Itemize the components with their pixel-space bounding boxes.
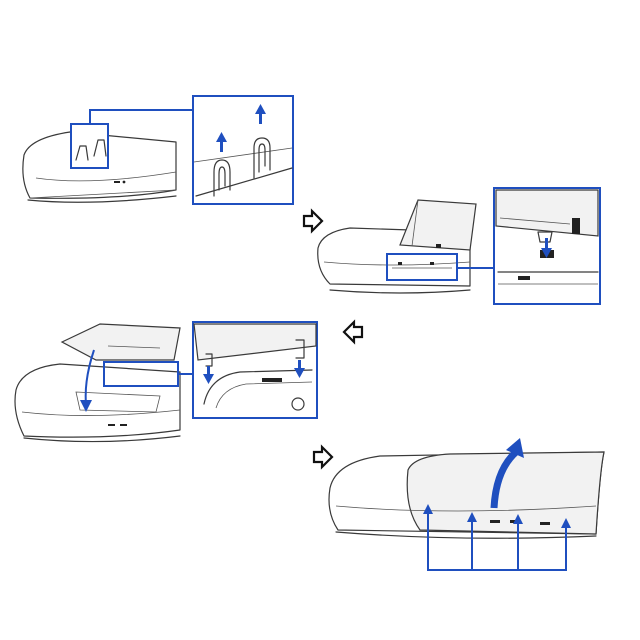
curved-up-arrow-icon xyxy=(490,438,524,509)
step-back-arrow-icon xyxy=(342,319,364,345)
arrow-up-icon xyxy=(255,104,266,124)
step-3-attach-cover xyxy=(14,321,318,443)
arrow-down-icon xyxy=(80,349,95,412)
step-next-arrow-icon xyxy=(302,208,324,234)
arrow-down-icon xyxy=(294,360,305,378)
step-4-lift-side-panel xyxy=(328,438,605,571)
step-1-console-lift-cover xyxy=(22,95,294,205)
arrow-up-icon xyxy=(513,514,523,524)
arrow-down-icon xyxy=(541,238,552,258)
arrow-down-icon xyxy=(203,366,214,384)
arrow-up-icon xyxy=(467,512,477,522)
arrow-up-icon xyxy=(216,132,227,152)
arrow-up-icon xyxy=(561,518,571,528)
step-next-arrow-icon xyxy=(312,444,334,470)
step-2-remove-drive-bay xyxy=(317,187,601,305)
arrow-up-icon xyxy=(423,504,433,514)
